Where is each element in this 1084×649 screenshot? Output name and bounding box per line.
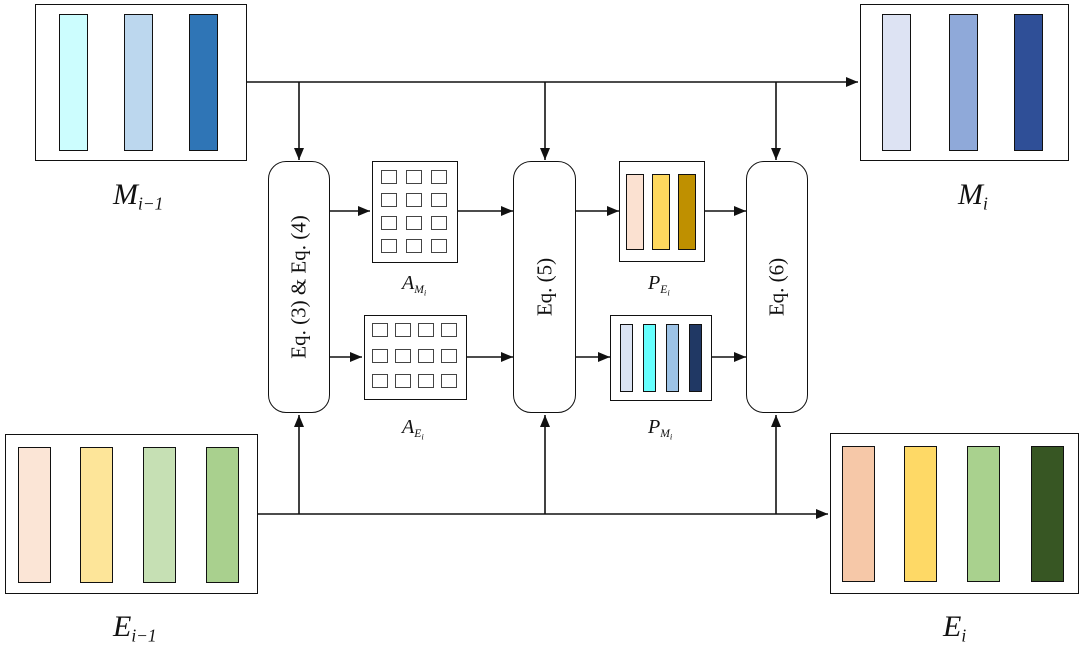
m-next-label: Mi [958,178,988,214]
eq5-label: Eq. (5) [532,257,557,317]
e-next-bar-2 [904,446,937,582]
e-next-bar-4 [1031,446,1064,582]
e-next-label: Ei [943,610,967,646]
m-prev-bar-1 [59,14,88,151]
p-m-bar-1 [620,324,633,392]
e-next-bar-1 [842,446,875,582]
m-next-bar-1 [882,14,911,151]
eq5-block [513,161,576,413]
p-e-bar-2 [652,174,670,250]
m-prev-label: Mi−1 [113,178,164,214]
m-next-box [860,4,1069,161]
p-m-label: PMi [648,416,673,442]
a-m-label: AMi [402,272,427,298]
p-e-label: PEi [648,272,670,298]
m-prev-bar-3 [189,14,218,151]
m-prev-box [35,4,247,161]
p-m-bar-2 [643,324,656,392]
p-m-bar-3 [666,324,679,392]
m-next-bar-3 [1014,14,1043,151]
e-prev-box [5,434,258,594]
eq6-label: Eq. (6) [764,257,789,317]
e-prev-bar-4 [206,447,239,583]
eq34-label: Eq. (3) & Eq. (4) [286,215,311,359]
e-prev-bar-1 [18,447,51,583]
p-e-bar-3 [678,174,696,250]
e-prev-bar-3 [143,447,176,583]
e-prev-label: Ei−1 [113,610,157,646]
p-e-box [619,161,705,262]
p-m-box [610,315,712,401]
attention-matrix-e [364,315,467,400]
e-prev-bar-2 [80,447,113,583]
e-next-bar-3 [967,446,1000,582]
p-e-bar-1 [626,174,644,250]
eq6-block [746,161,808,413]
e-next-box [830,433,1079,594]
p-m-bar-4 [689,324,702,392]
m-prev-bar-2 [124,14,153,151]
attention-matrix-m [372,161,458,263]
m-next-bar-2 [949,14,978,151]
a-e-label: AEi [402,416,424,442]
eq34-block [268,161,330,413]
